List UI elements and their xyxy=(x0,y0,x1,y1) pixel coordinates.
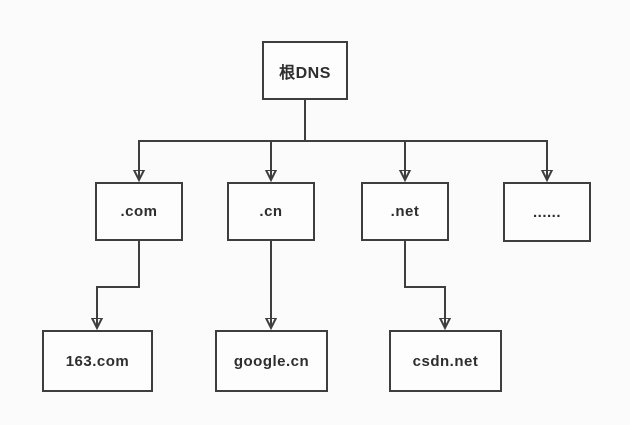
node-tld-cn-label: .cn xyxy=(259,203,283,220)
node-domain-csdnnet-label: csdn.net xyxy=(412,352,479,370)
node-tld-ellipsis: ...... xyxy=(503,182,591,242)
node-domain-csdnnet: csdn.net xyxy=(389,330,502,392)
node-domain-googlecn: google.cn xyxy=(215,330,328,392)
node-tld-com: .com xyxy=(95,182,183,241)
node-domain-163com-label: 163.com xyxy=(65,352,130,370)
edge-com-to-163 xyxy=(97,241,140,326)
node-root-dns: 根DNS xyxy=(262,41,348,100)
node-tld-cn: .cn xyxy=(227,182,315,241)
node-tld-com-label: .com xyxy=(120,203,158,220)
node-root-dns-label: 根DNS xyxy=(279,64,331,82)
node-domain-googlecn-label: google.cn xyxy=(233,352,310,370)
node-domain-163com: 163.com xyxy=(42,330,153,392)
node-tld-net: .net xyxy=(361,182,449,241)
node-tld-ellipsis-label: ...... xyxy=(532,203,561,221)
edge-net-to-csdn xyxy=(404,241,445,326)
node-tld-net-label: .net xyxy=(390,203,420,220)
